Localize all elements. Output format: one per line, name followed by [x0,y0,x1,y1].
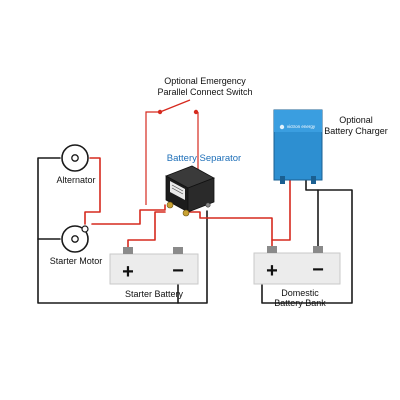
charger-label-line1: Optional [339,115,373,125]
starter-battery-positive-terminal [123,247,133,254]
emergency-switch: Optional Emergency Parallel Connect Swit… [157,76,253,115]
starter-battery-label: Starter Battery [125,289,184,299]
domestic-battery-negative-terminal [313,246,323,253]
starter-battery-positive-wire [127,211,166,251]
motor-terminal [81,225,89,233]
domestic-label-line2: Battery Bank [274,298,326,308]
switch-label-line2: Parallel Connect Switch [157,87,252,97]
ground-wire-right [261,189,353,304]
alternator: Alternator [56,144,96,185]
starter-battery: + − Starter Battery [109,247,199,299]
domestic-positive-wire [187,211,273,249]
battery-charger-icon [273,109,323,184]
alternator-hub [71,154,79,162]
switch-contact-right [193,109,199,115]
domestic-battery-bank: + − Domestic Battery Bank [253,246,341,308]
domestic-label-line1: Domestic [281,288,319,298]
domestic-battery-plus: + [266,260,278,282]
switch-icon [159,99,191,113]
alternator-positive-wire [84,157,101,225]
starter-battery-body [109,253,199,285]
battery-separator-icon [165,165,215,217]
starter-motor: Starter Motor [50,225,103,266]
charger-label-line2: Battery Charger [324,126,388,136]
starter-motor-label: Starter Motor [50,256,103,266]
domestic-battery-body [253,252,341,285]
positive-wiring [84,111,291,251]
alternator-label: Alternator [56,175,95,185]
battery-charger: victron energy Optional Battery Charger [273,109,388,184]
charger-brand: victron energy [287,124,316,129]
ground-wire-main [37,157,208,304]
separator-label: Battery Separator [167,153,241,164]
charger-positive-wire [271,179,291,241]
starter-battery-minus: − [172,260,184,282]
starter-battery-negative-terminal [173,247,183,254]
domestic-battery-minus: − [312,259,324,281]
battery-separator: Battery Separator [165,153,241,217]
starter-battery-plus: + [122,261,134,283]
switch-left-leg [145,111,158,205]
ground-wire-domestic [305,179,319,249]
starter-positive-wire [91,204,166,225]
switch-label-line1: Optional Emergency [164,76,246,86]
motor-hub [71,235,79,243]
domestic-battery-positive-terminal [267,246,277,253]
